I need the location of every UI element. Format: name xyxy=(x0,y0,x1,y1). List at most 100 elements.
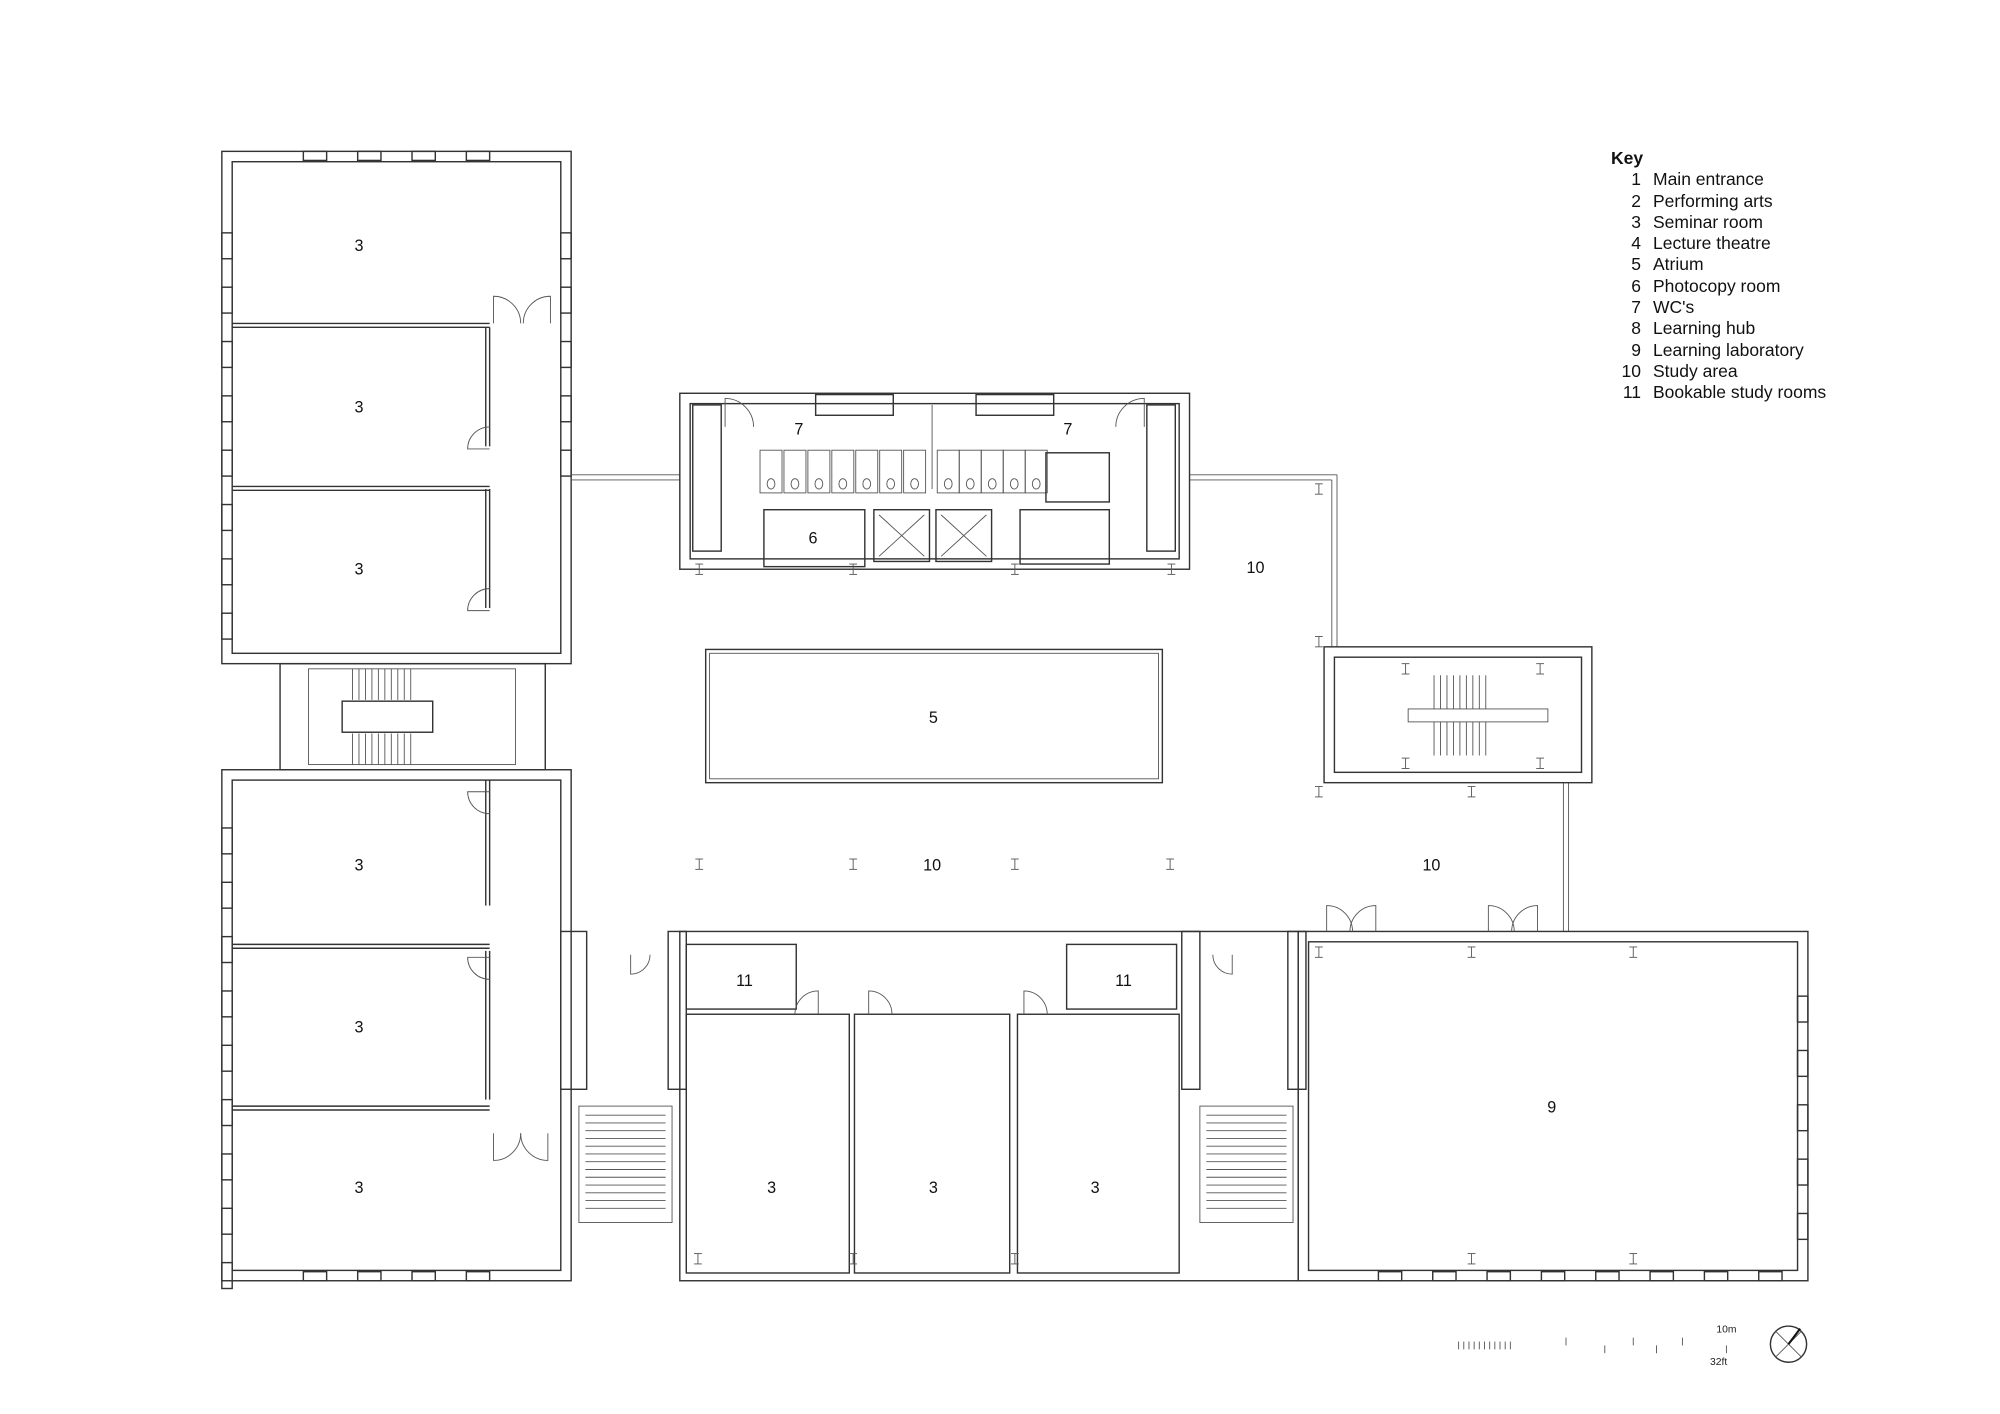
wing-north-west xyxy=(221,150,572,665)
lift xyxy=(878,514,925,557)
window xyxy=(1796,1049,1809,1078)
double-door xyxy=(1487,905,1515,932)
room-label: 11 xyxy=(736,972,753,990)
legend-title: Key xyxy=(1611,148,1644,168)
legend-label: Bookable study rooms xyxy=(1653,382,1827,403)
window xyxy=(814,393,894,416)
window xyxy=(302,150,328,162)
window xyxy=(221,1153,233,1181)
room-label: 3 xyxy=(354,237,363,255)
photocopy-room xyxy=(763,509,866,568)
legend-number: 6 xyxy=(1631,275,1641,296)
lift xyxy=(940,514,987,557)
scale-metric: 10m xyxy=(1716,1324,1736,1335)
window xyxy=(221,935,233,964)
north-arrow-icon xyxy=(1769,1325,1808,1363)
stair-landing xyxy=(1407,708,1549,723)
legend-label: Performing arts xyxy=(1653,190,1773,211)
double-door xyxy=(520,1133,549,1161)
legend-number: 4 xyxy=(1631,233,1641,254)
accessible-wc xyxy=(1019,509,1111,565)
window xyxy=(1703,1270,1729,1282)
room-label: 3 xyxy=(767,1179,776,1197)
toilet-icon xyxy=(910,478,919,490)
seminar-room xyxy=(685,1013,850,1274)
legend-item: 8 Learning hub xyxy=(1611,318,1826,339)
room-label: 10 xyxy=(1422,857,1440,875)
legend-number: 11 xyxy=(1622,382,1641,403)
room-label: 3 xyxy=(1091,1179,1100,1197)
toilet-icon xyxy=(987,478,997,490)
legend-number: 3 xyxy=(1631,211,1641,232)
room-label: 10 xyxy=(1247,559,1265,577)
legend-number: 9 xyxy=(1631,339,1641,360)
window xyxy=(221,881,233,909)
door xyxy=(1212,954,1233,975)
wing-north-west xyxy=(231,160,562,655)
double-door xyxy=(493,1133,522,1161)
stair-landing xyxy=(341,700,434,733)
wing-south-west xyxy=(231,779,562,1272)
seminar-room xyxy=(853,1013,1011,1274)
toilet-icon xyxy=(838,478,848,490)
wc-cubicle xyxy=(1024,449,1048,494)
lift-shaft xyxy=(935,509,993,563)
window xyxy=(302,1270,328,1282)
legend-label: Learning hub xyxy=(1653,318,1756,339)
stair-south-west xyxy=(578,1105,673,1223)
legend-label: WC's xyxy=(1653,297,1695,318)
double-door xyxy=(522,295,551,324)
room-labels: 3 3 3 3 3 3 7 7 6 10 5 10 10 11 11 3 3 3… xyxy=(354,237,1556,1197)
legend-number: 5 xyxy=(1631,254,1641,275)
double-door xyxy=(1349,905,1377,932)
door xyxy=(630,954,651,975)
wc-block xyxy=(679,392,1191,570)
wc-cubicle xyxy=(783,449,807,494)
window xyxy=(221,612,233,640)
wc-cubicle xyxy=(958,449,982,494)
window xyxy=(560,340,572,369)
wc-cubicle xyxy=(759,449,783,494)
wall xyxy=(692,404,722,552)
legend-number: 8 xyxy=(1631,318,1641,339)
toilet-icon xyxy=(790,478,800,490)
window xyxy=(1540,1270,1566,1282)
legend-label: Photocopy room xyxy=(1653,275,1781,296)
window xyxy=(221,1261,233,1290)
door xyxy=(1023,990,1048,1015)
wc-cubicle xyxy=(879,449,903,494)
double-door xyxy=(1326,905,1353,932)
room-label: 5 xyxy=(929,709,938,727)
room-label: 3 xyxy=(929,1179,938,1197)
wall xyxy=(1287,930,1307,1090)
double-door xyxy=(493,295,522,324)
stair-south-east xyxy=(1199,1105,1294,1223)
study-room xyxy=(1065,943,1178,1010)
wc-cubicle xyxy=(980,449,1004,494)
toilet-icon xyxy=(1009,478,1019,490)
legend-label: Main entrance xyxy=(1653,169,1764,190)
window xyxy=(221,827,233,855)
room-label: 3 xyxy=(354,399,363,417)
window xyxy=(1796,995,1809,1023)
accessible-wc xyxy=(1045,452,1111,503)
room-label: 6 xyxy=(809,529,818,547)
toilet-icon xyxy=(965,478,975,490)
wall xyxy=(560,930,588,1090)
room-label: 7 xyxy=(1063,421,1072,439)
atrium xyxy=(704,648,1164,784)
window xyxy=(1649,1270,1675,1282)
window xyxy=(1432,1270,1457,1282)
window xyxy=(560,449,572,477)
window xyxy=(1377,1270,1403,1282)
window xyxy=(1595,1270,1620,1282)
toilet-icon xyxy=(943,478,953,490)
stair-west xyxy=(308,668,516,766)
legend-number: 10 xyxy=(1621,360,1641,381)
